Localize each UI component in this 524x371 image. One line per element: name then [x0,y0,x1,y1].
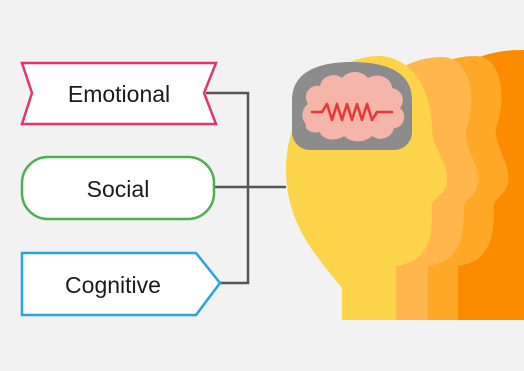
brain-icon [292,62,412,150]
emotional-box: Emotional [20,61,218,126]
connector-emotional [206,91,250,187]
cognitive-label: Cognitive [65,272,161,298]
emotional-box-border [20,61,218,126]
brain-wave [310,102,394,122]
cognitive-box: Cognitive [20,251,222,317]
connector-lines [206,91,286,285]
social-box-border [20,155,216,221]
connector-cognitive [220,187,250,285]
social-box: Social [20,155,216,221]
emotional-label: Emotional [68,81,170,107]
social-label: Social [87,176,150,202]
brain-shape [302,72,405,142]
cognitive-box-border [20,251,222,317]
